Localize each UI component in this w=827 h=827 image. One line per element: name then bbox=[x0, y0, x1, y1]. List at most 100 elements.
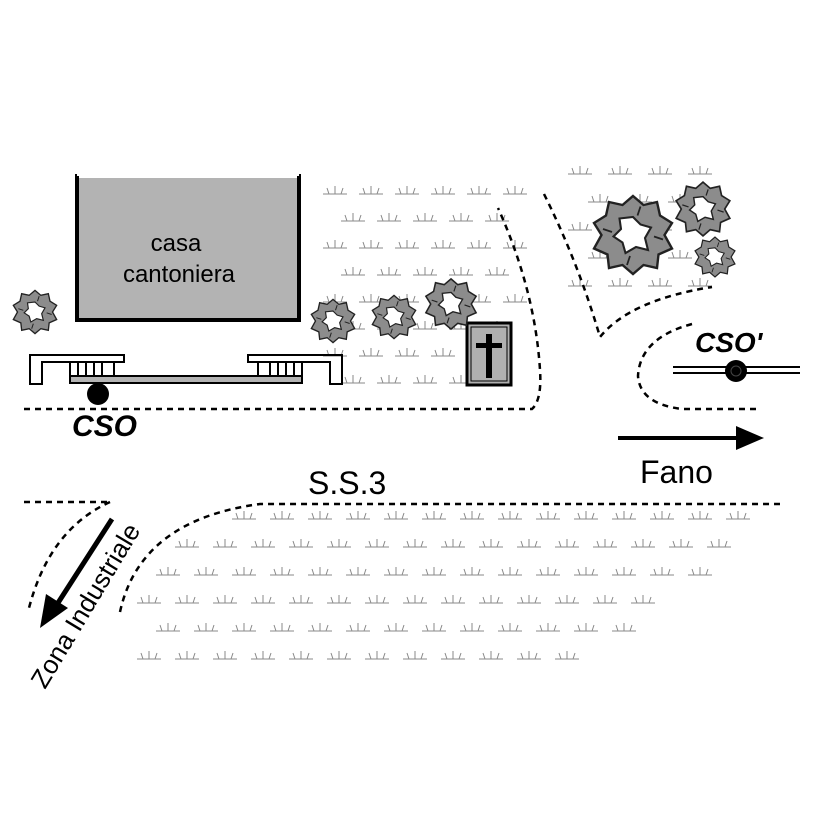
grass-tuft bbox=[667, 249, 693, 259]
grass-tuft bbox=[383, 510, 409, 520]
grass-tuft bbox=[647, 277, 673, 287]
grass-tuft bbox=[307, 566, 333, 576]
grass-tuft bbox=[376, 266, 402, 276]
grass-tuft bbox=[345, 510, 371, 520]
grass-tuft bbox=[611, 622, 637, 632]
grass-tuft bbox=[322, 239, 348, 249]
grass-tuft bbox=[364, 538, 390, 548]
grass-tuft bbox=[725, 510, 751, 520]
grass-tuft bbox=[212, 650, 238, 660]
grass-tuft bbox=[269, 566, 295, 576]
road-label: S.S.3 bbox=[308, 465, 386, 501]
grass-tuft bbox=[340, 266, 366, 276]
arrow-east-icon bbox=[618, 426, 764, 450]
grass-tuft bbox=[250, 538, 276, 548]
grass-tuft bbox=[193, 622, 219, 632]
grass-tuft bbox=[430, 239, 456, 249]
grass-tuft bbox=[630, 594, 656, 604]
grass-tuft bbox=[155, 622, 181, 632]
grass-tuft bbox=[364, 594, 390, 604]
grass-tuft bbox=[340, 212, 366, 222]
grass-tuft bbox=[630, 538, 656, 548]
grass-tuft bbox=[502, 293, 528, 303]
grass-tuft bbox=[592, 538, 618, 548]
grass-tuft bbox=[326, 650, 352, 660]
grass-tuft bbox=[554, 594, 580, 604]
grass-tuft bbox=[412, 212, 438, 222]
grass-tuft bbox=[484, 266, 510, 276]
grass-tuft bbox=[402, 650, 428, 660]
grass-tuft bbox=[288, 594, 314, 604]
grass-tuft bbox=[364, 650, 390, 660]
zona-industriale-label: Zona Industriale bbox=[24, 518, 146, 693]
cso-prime-label: CSO' bbox=[695, 327, 764, 358]
grass-tuft bbox=[402, 538, 428, 548]
tree-icon bbox=[694, 236, 736, 278]
grass-tuft bbox=[535, 566, 561, 576]
grass-tuft bbox=[466, 185, 492, 195]
grass-tuft bbox=[174, 594, 200, 604]
grass-tuft bbox=[231, 622, 257, 632]
cso-marker bbox=[87, 383, 109, 405]
tree-icon bbox=[12, 289, 58, 335]
tree-icon bbox=[675, 181, 731, 237]
grass-tuft bbox=[497, 510, 523, 520]
grass-tuft bbox=[136, 594, 162, 604]
grass-tuft bbox=[345, 622, 371, 632]
grass-tuft bbox=[326, 594, 352, 604]
grass-tuft bbox=[687, 566, 713, 576]
grass-tuft bbox=[448, 266, 474, 276]
building-label-line1: casa bbox=[151, 230, 202, 257]
grass-tuft bbox=[358, 239, 384, 249]
grass-tuft bbox=[421, 510, 447, 520]
grass-tuft bbox=[288, 538, 314, 548]
grass-tuft bbox=[554, 538, 580, 548]
grass-tuft bbox=[497, 566, 523, 576]
grass-tuft bbox=[497, 622, 523, 632]
grass-tuft bbox=[250, 594, 276, 604]
grass-tuft bbox=[554, 650, 580, 660]
grass-tuft bbox=[440, 650, 466, 660]
grass-tuft bbox=[288, 650, 314, 660]
grass-tuft bbox=[567, 221, 593, 231]
grass-tuft bbox=[607, 165, 633, 175]
grass-tuft bbox=[647, 165, 673, 175]
grass-tuft bbox=[376, 374, 402, 384]
culvert-structure bbox=[29, 354, 343, 385]
grass-tuft bbox=[592, 594, 618, 604]
grass-tuft bbox=[516, 594, 542, 604]
grass-tuft bbox=[611, 566, 637, 576]
grass-tuft bbox=[358, 185, 384, 195]
grass-tuft bbox=[649, 566, 675, 576]
grass-tuft bbox=[421, 622, 447, 632]
grass-tuft bbox=[421, 566, 447, 576]
grass-tuft bbox=[535, 510, 561, 520]
chapel bbox=[465, 321, 513, 387]
tree-icon bbox=[310, 298, 356, 344]
grass-tuft bbox=[478, 650, 504, 660]
grass-tuft bbox=[440, 594, 466, 604]
grass-tuft bbox=[155, 566, 181, 576]
grass-tuft bbox=[340, 374, 366, 384]
grass-tuft bbox=[212, 538, 238, 548]
grass-tuft bbox=[611, 510, 637, 520]
grass-tuft bbox=[376, 212, 402, 222]
grass-tuft bbox=[687, 277, 713, 287]
grass-tuft bbox=[358, 347, 384, 357]
grass-tuft bbox=[459, 510, 485, 520]
grass-tuft bbox=[567, 165, 593, 175]
fano-label: Fano bbox=[640, 454, 713, 490]
grass-tuft bbox=[307, 510, 333, 520]
grass-tuft bbox=[193, 566, 219, 576]
grass-tuft bbox=[459, 566, 485, 576]
grass-tuft bbox=[394, 347, 420, 357]
grass-tuft bbox=[573, 566, 599, 576]
grass-tuft bbox=[307, 622, 333, 632]
grass-tuft bbox=[466, 239, 492, 249]
tree-icon bbox=[592, 194, 674, 276]
grass-tuft bbox=[607, 277, 633, 287]
grass-tuft bbox=[484, 212, 510, 222]
grass-tuft bbox=[668, 538, 694, 548]
